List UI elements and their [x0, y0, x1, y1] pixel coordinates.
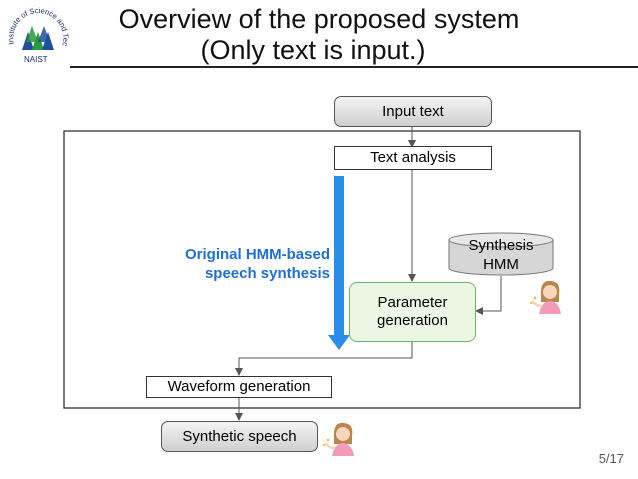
page-number: 5/17 — [598, 451, 624, 466]
original-hmm-label-line1: Original HMM-based — [184, 246, 330, 263]
arrow-param-to-waveform — [235, 342, 413, 376]
synthesis-hmm-cylinder — [448, 232, 554, 276]
naist-logo: Institute of Science and Technology NAIS… — [2, 0, 71, 68]
original-flow-arrow-shaft — [334, 176, 344, 336]
synthesis-hmm-line2: HMM — [483, 256, 519, 273]
parameter-generation-line2: generation — [377, 312, 448, 329]
parameter-generation-line1: Parameter — [377, 294, 448, 311]
original-hmm-label: Original HMM-based speech synthesis — [150, 245, 330, 283]
speaker-woman-icon-2 — [322, 422, 354, 456]
synthesis-hmm-line1: Synthesis — [468, 237, 534, 254]
synthesis-hmm-label: Synthesis HMM — [449, 236, 553, 274]
slide-title-line1: Overview of the proposed system — [118, 4, 520, 34]
synthetic-speech-box: Synthetic speech — [161, 421, 318, 452]
system-frame — [63, 130, 581, 409]
parameter-generation-box: Parameter generation — [349, 282, 476, 342]
synthetic-speech-label: Synthetic speech — [182, 427, 297, 445]
original-hmm-label-line2: speech synthesis — [204, 265, 330, 282]
title-underline — [70, 66, 638, 68]
logo-naist-text: NAIST — [24, 55, 48, 64]
waveform-generation-label: Waveform generation — [167, 378, 311, 395]
arrow-hmm-to-param — [475, 276, 502, 315]
input-text-box: Input text — [334, 96, 492, 127]
waveform-generation-box: Waveform generation — [146, 376, 332, 398]
original-flow-arrow-head — [328, 335, 350, 350]
input-text-label: Input text — [382, 102, 444, 120]
text-analysis-label: Text analysis — [370, 149, 456, 166]
speaker-woman-icon — [529, 280, 561, 314]
text-analysis-box: Text analysis — [334, 146, 492, 170]
slide-title-line2: (Only text is input.) — [200, 35, 426, 65]
naist-logo-graphic: Institute of Science and Technology NAIS… — [2, 0, 71, 64]
